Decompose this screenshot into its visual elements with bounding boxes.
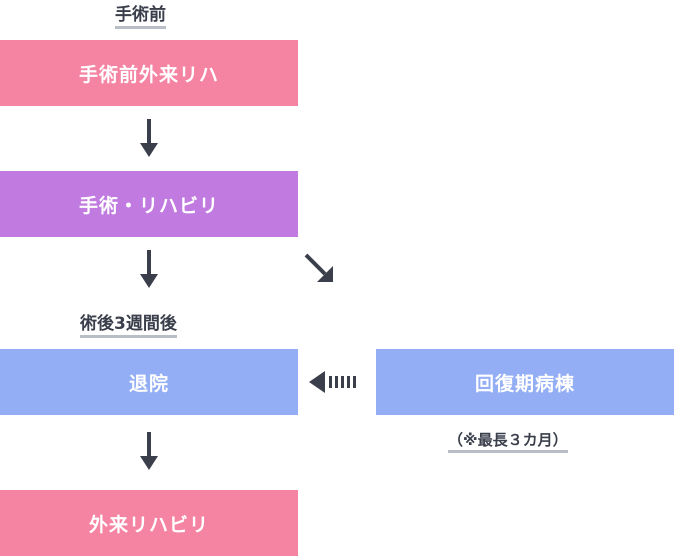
down-arrow-icon [140, 119, 158, 157]
note-max-three-months: （※最長３カ月） [448, 430, 568, 453]
box-discharge: 退院 [0, 349, 298, 415]
box-discharge-label: 退院 [128, 372, 169, 395]
diagonal-arrow-icon [304, 253, 333, 282]
down-arrow-icon [140, 250, 158, 288]
down-arrow-icon [140, 432, 158, 470]
box-surgery-rehab-label: 手術・リハビリ [78, 194, 219, 217]
box-outpatient-rehab: 外来リハビリ [0, 490, 298, 556]
dashed-left-arrow-icon [309, 371, 356, 393]
label-three-weeks: 術後3週間後 [80, 313, 177, 338]
box-pre-op-rehab-label: 手術前外来リハ [78, 63, 219, 86]
box-pre-op-rehab: 手術前外来リハ [0, 40, 298, 106]
label-pre-op: 手術前 [115, 4, 166, 29]
box-outpatient-rehab-label: 外来リハビリ [88, 513, 209, 536]
box-recovery-ward-label: 回復期病棟 [474, 372, 575, 395]
box-surgery-rehab: 手術・リハビリ [0, 171, 298, 237]
label-three-weeks-text: 術後3週間後 [80, 313, 177, 338]
box-recovery-ward: 回復期病棟 [376, 349, 674, 415]
label-pre-op-text: 手術前 [115, 4, 166, 29]
